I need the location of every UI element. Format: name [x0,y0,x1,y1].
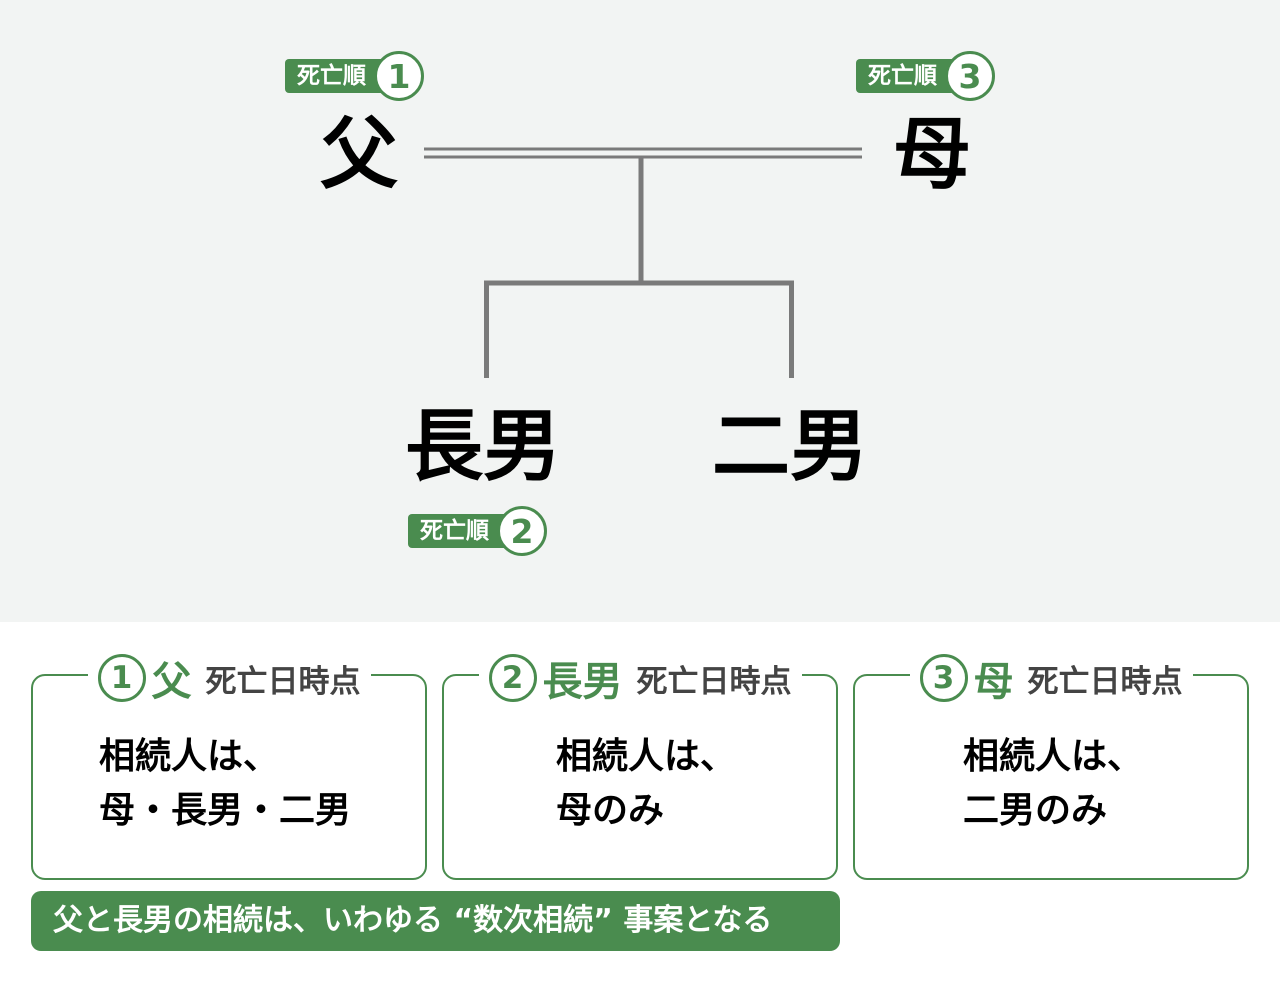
panel-header-suffix: 死亡日時点 [205,663,361,700]
panel-header-suffix: 死亡日時点 [636,663,792,700]
successive-inheritance-note: 父と長男の相続は、いわゆる “数次相続” 事案となる [31,891,840,951]
person-eldest-son: 長男 [405,402,562,492]
panel-header-suffix: 死亡日時点 [1027,663,1183,700]
panel-header: 1 父 死亡日時点 [33,649,425,707]
heirs-panel-father: 1 父 死亡日時点 相続人は、 母・長男・二男 [31,649,427,880]
panel-line-2: 母のみ [556,790,665,831]
person-father: 父 [320,110,399,200]
death-order-number: 3 [945,51,995,101]
family-tree-area: 死亡順 1 父 死亡順 3 母 長男 二男 死亡順 2 [0,0,1280,622]
panel-line-2: 母・長男・二男 [99,790,352,831]
panel-number: 1 [97,654,146,702]
death-order-badge-mother: 死亡順 3 [856,51,995,101]
death-order-number: 2 [497,506,547,556]
panel-line-2: 二男のみ [963,790,1108,831]
person-second-son: 二男 [712,402,869,492]
panel-line-1: 相続人は、 [99,736,280,777]
heirs-panel-mother: 3 母 死亡日時点 相続人は、 二男のみ [853,649,1249,880]
panel-line-1: 相続人は、 [963,736,1144,777]
panel-number: 2 [488,654,537,702]
death-order-number: 1 [374,51,424,101]
person-mother: 母 [893,110,972,200]
heirs-panel-eldest-son: 2 長男 死亡日時点 相続人は、 母のみ [442,649,838,880]
death-order-badge-father: 死亡順 1 [285,51,424,101]
panel-header: 2 長男 死亡日時点 [444,649,836,707]
death-order-badge-eldest-son: 死亡順 2 [408,506,547,556]
panel-person-name: 母 [973,659,1014,705]
panel-body: 相続人は、 母のみ [444,730,836,838]
panel-header: 3 母 死亡日時点 [855,649,1247,707]
panel-body: 相続人は、 母・長男・二男 [33,730,425,838]
panel-person-name: 父 [151,659,192,705]
panel-body: 相続人は、 二男のみ [855,730,1247,838]
panel-person-name: 長男 [542,659,623,705]
panel-number: 3 [919,654,968,702]
panel-line-1: 相続人は、 [556,736,737,777]
family-tree-lines [424,147,862,378]
